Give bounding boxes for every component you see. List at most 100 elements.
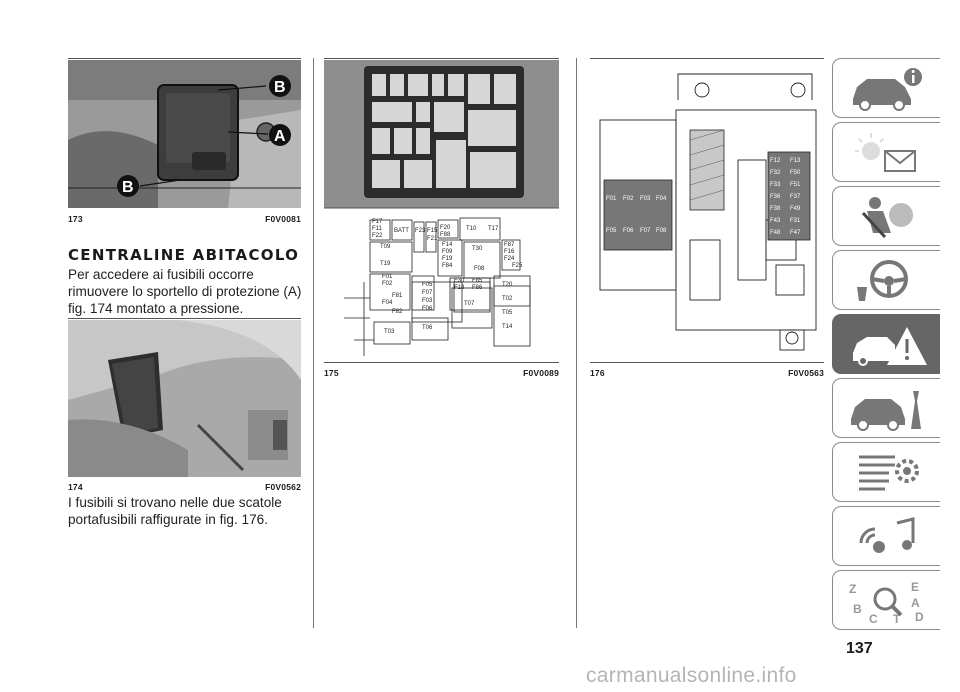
fuse-label: F82 [392,309,403,315]
column-fuse-label: F08 [656,228,667,234]
grid-fuse-label: F38 [770,206,781,212]
grid-fuse-label: F43 [770,218,781,224]
fuse-label: F03 [422,298,433,304]
tab-airbag-safety[interactable] [832,186,940,246]
figure-175-image: F17 F11 F22 BATT F23 F15 F21 F20 F88 T10… [324,60,559,356]
figure-174-code: F0V0562 [265,482,301,492]
figure-176-drawing: F01 F02 F03 F04 F05 F06 F07 F08 F12 F13 … [599,73,817,351]
tab-emergency[interactable] [832,314,940,374]
fuse-label: F87 [504,242,515,248]
grid-fuse-label: F13 [790,158,801,164]
fuse-label: T30 [472,246,483,252]
fuse-label: T09 [380,244,391,250]
figure-175-code: F0V0089 [523,368,559,378]
top-rule-col2 [324,58,559,59]
tab-steering-wheel[interactable] [832,250,940,310]
tab-multimedia[interactable] [832,506,940,566]
svg-text:Z: Z [849,582,856,596]
fuse-label: F21 [427,236,438,242]
fuse-label: F25 [512,263,523,269]
fuse-label: F14 [442,242,453,248]
warning-lights-icon [855,133,916,172]
figure-175-number: 175 [324,368,339,378]
steering-wheel-icon [857,260,908,301]
grid-fuse-label: F51 [790,182,801,188]
column-fuse-label: F02 [623,196,634,202]
callout-b-top [269,75,291,97]
grid-fuse-label: F32 [770,170,781,176]
fuse-label: F22 [372,233,383,239]
grid-fuse-label: F49 [790,206,801,212]
fuse-label: T03 [384,329,395,335]
column-separator-2 [576,58,577,628]
fuse-label: F02 [382,281,393,287]
figure-174-top-rule [68,318,301,319]
figure-175-drawing: F17 F11 F22 BATT F23 F15 F21 F20 F88 T10… [324,60,559,356]
tab-warning-lights[interactable] [832,122,940,182]
fuse-label: F18 [454,285,465,291]
figure-174-number: 174 [68,482,83,492]
fuse-label: F85 [472,278,483,284]
fuse-label: F16 [504,249,515,255]
fuse-label: T05 [502,310,513,316]
callout-b-bottom [117,175,139,197]
fuse-label: T07 [464,301,475,307]
watermark: carmanualsonline.info [586,664,797,687]
fuse-label: T17 [488,226,499,232]
fuse-label: T20 [502,282,513,288]
fuse-label: F04 [382,300,393,306]
fuse-label: F20 [440,225,451,231]
fuse-label: F09 [442,249,453,255]
column-fuse-label: F01 [606,196,617,202]
grid-fuse-label: F33 [770,182,781,188]
column-fuse-label: F05 [606,228,617,234]
fuse-label: F07 [422,290,433,296]
top-rule-col1 [68,58,301,59]
figure-176-caption-rule [590,362,824,363]
figure-173-drawing: B A B [68,60,301,208]
technical-data-icon [859,455,919,491]
fuse-label: F81 [392,293,403,299]
tab-car-maintenance[interactable] [832,378,940,438]
column-separator-1 [313,58,314,628]
callout-a [269,124,291,146]
fuse-label: F24 [504,256,515,262]
svg-text:D: D [915,610,924,624]
figure-176-image: F01 F02 F03 F04 F05 F06 F07 F08 F12 F13 … [590,60,824,356]
tab-technical-data[interactable] [832,442,940,502]
paragraph-1: Per accedere ai fusibili occorre rimuove… [68,267,302,316]
callout-b-bottom-label: B [122,179,134,196]
column-fuse-label: F06 [623,228,634,234]
fuse-label: F86 [472,285,483,291]
top-rule-col3 [590,58,824,59]
car-info-icon [853,68,922,111]
fuse-label: F05 [422,282,433,288]
column-fuse-label: F04 [656,196,667,202]
fuse-label: F11 [372,226,383,232]
grid-fuse-label: F31 [790,218,801,224]
grid-fuse-label: F50 [790,170,801,176]
fuse-label: T14 [502,324,513,330]
tab-car-info[interactable] [832,58,940,118]
fuse-label: T19 [380,261,391,267]
fuse-label: T02 [502,296,513,302]
car-maintenance-icon [851,391,921,431]
callout-a-label: A [274,128,286,145]
figure-174-image [68,320,301,477]
column-fuse-label: F03 [640,196,651,202]
grid-fuse-label: F12 [770,158,781,164]
svg-text:E: E [911,580,919,594]
figure-176-number: 176 [590,368,605,378]
section-heading: CENTRALINE ABITACOLO [68,246,300,264]
grid-fuse-label: F47 [790,230,801,236]
callout-b-top-label: B [274,79,286,96]
svg-text:A: A [911,596,920,610]
paragraph-2: I fusibili si trovano nelle due scatole … [68,495,282,527]
figure-175-caption-rule [324,362,559,363]
grid-fuse-label: F37 [790,194,801,200]
fuse-label: F23 [415,228,426,234]
figure-174-drawing [68,320,301,477]
svg-text:C: C [869,612,878,625]
